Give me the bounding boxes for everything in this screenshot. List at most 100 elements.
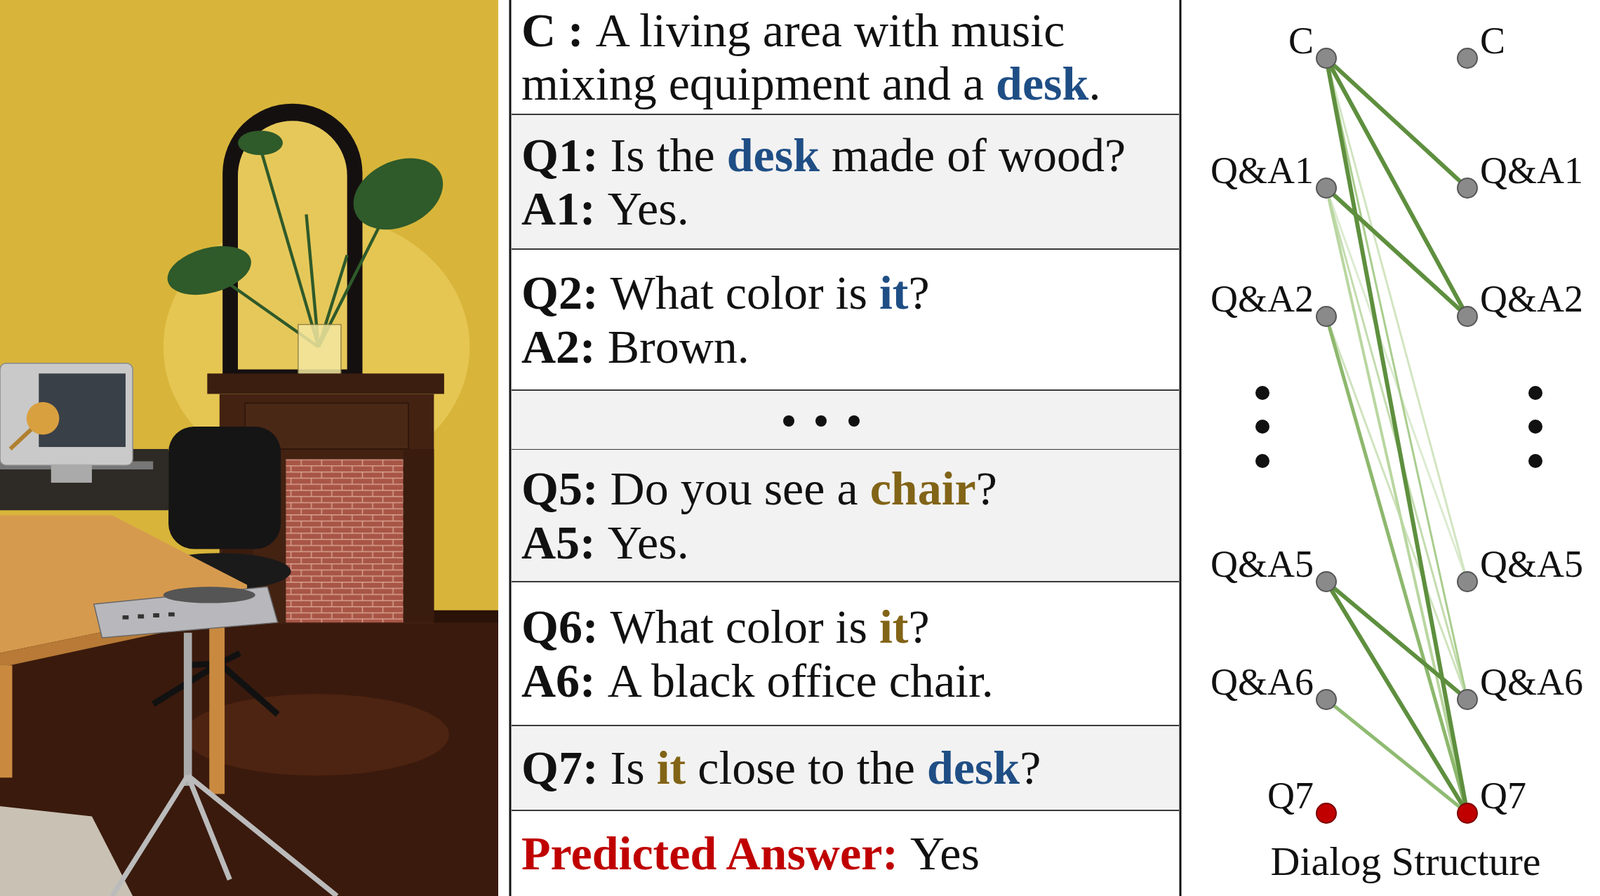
graph-dot [1456, 47, 1479, 70]
node-circle [1457, 178, 1478, 198]
attention-edge [1334, 65, 1459, 181]
graph-dot [1315, 570, 1338, 593]
graph-node: Q&A6 [1315, 688, 1338, 711]
attention-edge [1334, 706, 1459, 807]
attention-edge [1329, 327, 1464, 803]
turntable-knobs [122, 614, 175, 618]
highlighted-word: desk [727, 128, 820, 182]
highlighted-word: chair [870, 461, 977, 516]
node-circle [1457, 689, 1478, 710]
node-label: Q&A5 [1210, 545, 1314, 584]
text-run: made of wood? [819, 128, 1126, 182]
text-run: ? [908, 600, 930, 654]
dialog-line: Predicted Answer:Yes [521, 826, 1170, 880]
node-label: Q&A2 [1480, 280, 1584, 318]
node-circle [1457, 48, 1478, 69]
dialog-row: Q6:What color is it?A6:A black office ch… [511, 582, 1179, 727]
room-photo [0, 0, 499, 896]
graph-dot [1315, 47, 1338, 70]
node-label: Q7 [1267, 776, 1314, 815]
mirror-frame [222, 103, 363, 380]
dialog-line: Q2:What color is it? [521, 265, 1170, 320]
dialog-line: A2:Brown. [521, 320, 1170, 374]
dialog-text: Yes. [607, 515, 690, 570]
plant-leaf [162, 237, 257, 304]
vertical-ellipsis-dot [1255, 385, 1270, 400]
node-circle [1316, 178, 1337, 198]
panel-divider [1179, 0, 1182, 896]
wall [0, 0, 499, 654]
floor [0, 612, 499, 896]
mantel-pillar [403, 449, 435, 623]
text-run: A living area with music mixing equipmen… [521, 3, 1065, 111]
mantel-shelf [207, 373, 445, 394]
ellipsis-dot [783, 415, 795, 427]
dialog-text: Do you see a chair? [610, 461, 998, 516]
desk-lamp [26, 402, 60, 436]
graph-node: C [1456, 47, 1479, 70]
node-label: Q&A5 [1480, 545, 1584, 584]
figure-label: Dialog Structure [1235, 839, 1577, 885]
graph-node: Q7 [1456, 802, 1479, 825]
graph-node: Q&A6 [1456, 688, 1479, 711]
node-circle [1316, 306, 1337, 327]
vertical-ellipsis-dot [1528, 385, 1543, 400]
turn-label: Q7: [521, 741, 599, 795]
turn-label: Q2: [521, 265, 599, 320]
graph-node: Q7 [1315, 802, 1338, 825]
graph-dot [1456, 305, 1479, 328]
stand-legs [112, 775, 337, 896]
dialog-text: Brown. [607, 320, 750, 374]
vertical-ellipsis-dot [1528, 419, 1543, 434]
node-circle [1457, 306, 1478, 327]
turn-label: A5: [521, 515, 596, 570]
graph-node: Q&A5 [1315, 570, 1338, 593]
highlighted-word: desk [995, 56, 1089, 111]
highlighted-word: it [879, 600, 909, 654]
attention-edge [1329, 199, 1466, 803]
node-circle [1316, 48, 1337, 69]
dialog-text: Is it close to the desk? [610, 741, 1042, 795]
node-circle [1457, 803, 1478, 824]
ellipsis-dot [815, 415, 827, 427]
graph-node: Q&A1 [1315, 176, 1338, 200]
dialog-text: Yes. [607, 181, 690, 236]
node-label: Q&A6 [1480, 663, 1584, 702]
dialog-text: What color is it? [610, 600, 930, 654]
text-run: Do you see a [610, 461, 871, 516]
turn-label: Q6: [521, 600, 599, 654]
node-circle [1316, 571, 1337, 592]
node-circle [1457, 571, 1478, 592]
node-label: C [1480, 21, 1506, 60]
ellipsis-dot [848, 415, 860, 427]
turn-label: A6: [521, 654, 596, 708]
dialog-text: Is the desk made of wood? [610, 128, 1127, 182]
text-run: ? [1019, 741, 1041, 795]
plant-leaf [237, 130, 283, 156]
text-run: ? [976, 461, 998, 516]
text-run: ? [908, 265, 930, 320]
dialog-text: Yes [910, 826, 980, 880]
dialog-line: A1:Yes. [521, 181, 1170, 236]
graph-node: Q&A2 [1456, 305, 1479, 328]
ellipsis-band [511, 390, 1179, 450]
text-run: Is [610, 741, 657, 795]
dialog-text: A living area with music mixing equipmen… [521, 3, 1101, 111]
highlighted-word: desk [927, 741, 1020, 795]
node-circle [1316, 803, 1337, 824]
dialog-line: Q7:Is it close to the desk? [521, 741, 1170, 795]
graph-dot [1315, 176, 1338, 200]
attention-edge [1331, 591, 1462, 805]
dialog-row: Q2:What color is it?A2:Brown. [511, 249, 1179, 391]
dialog-line: A5:Yes. [521, 515, 1170, 570]
node-label: Q&A1 [1210, 151, 1314, 190]
graph-node: Q&A5 [1456, 570, 1479, 593]
dialog-line: Q1:Is the desk made of wood? [521, 128, 1170, 182]
dialog-row: Q1:Is the desk made of wood?A1:Yes. [511, 115, 1179, 250]
graph-node: Q&A2 [1315, 305, 1338, 328]
node-label: Q&A6 [1210, 663, 1314, 702]
dialog-line: Q6:What color is it? [521, 600, 1170, 654]
text-run: Is the [610, 128, 728, 182]
graph-dot [1315, 305, 1338, 328]
dialog-text: What color is it? [610, 265, 930, 320]
